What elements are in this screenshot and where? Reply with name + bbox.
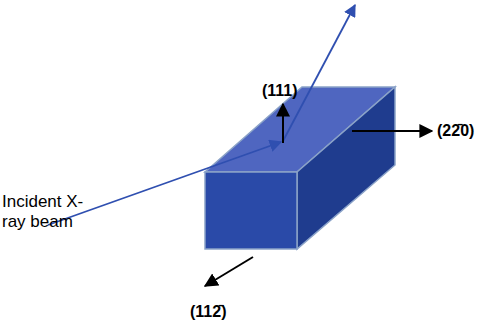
beam-label: Incident X-ray beam [2,192,98,232]
diffracted-beam [283,5,355,141]
normal-arrow-112 [205,257,253,286]
miller-index: (22̄0) [437,122,474,140]
incident-beam [48,142,281,225]
normal-arrow-111 [282,104,284,143]
miller-index: (111) [262,82,298,100]
crystal-front-face [205,172,297,249]
crystal-right-face [297,87,395,249]
miller-index: (112̄) [190,303,226,321]
normal-arrow-220 [352,130,432,132]
